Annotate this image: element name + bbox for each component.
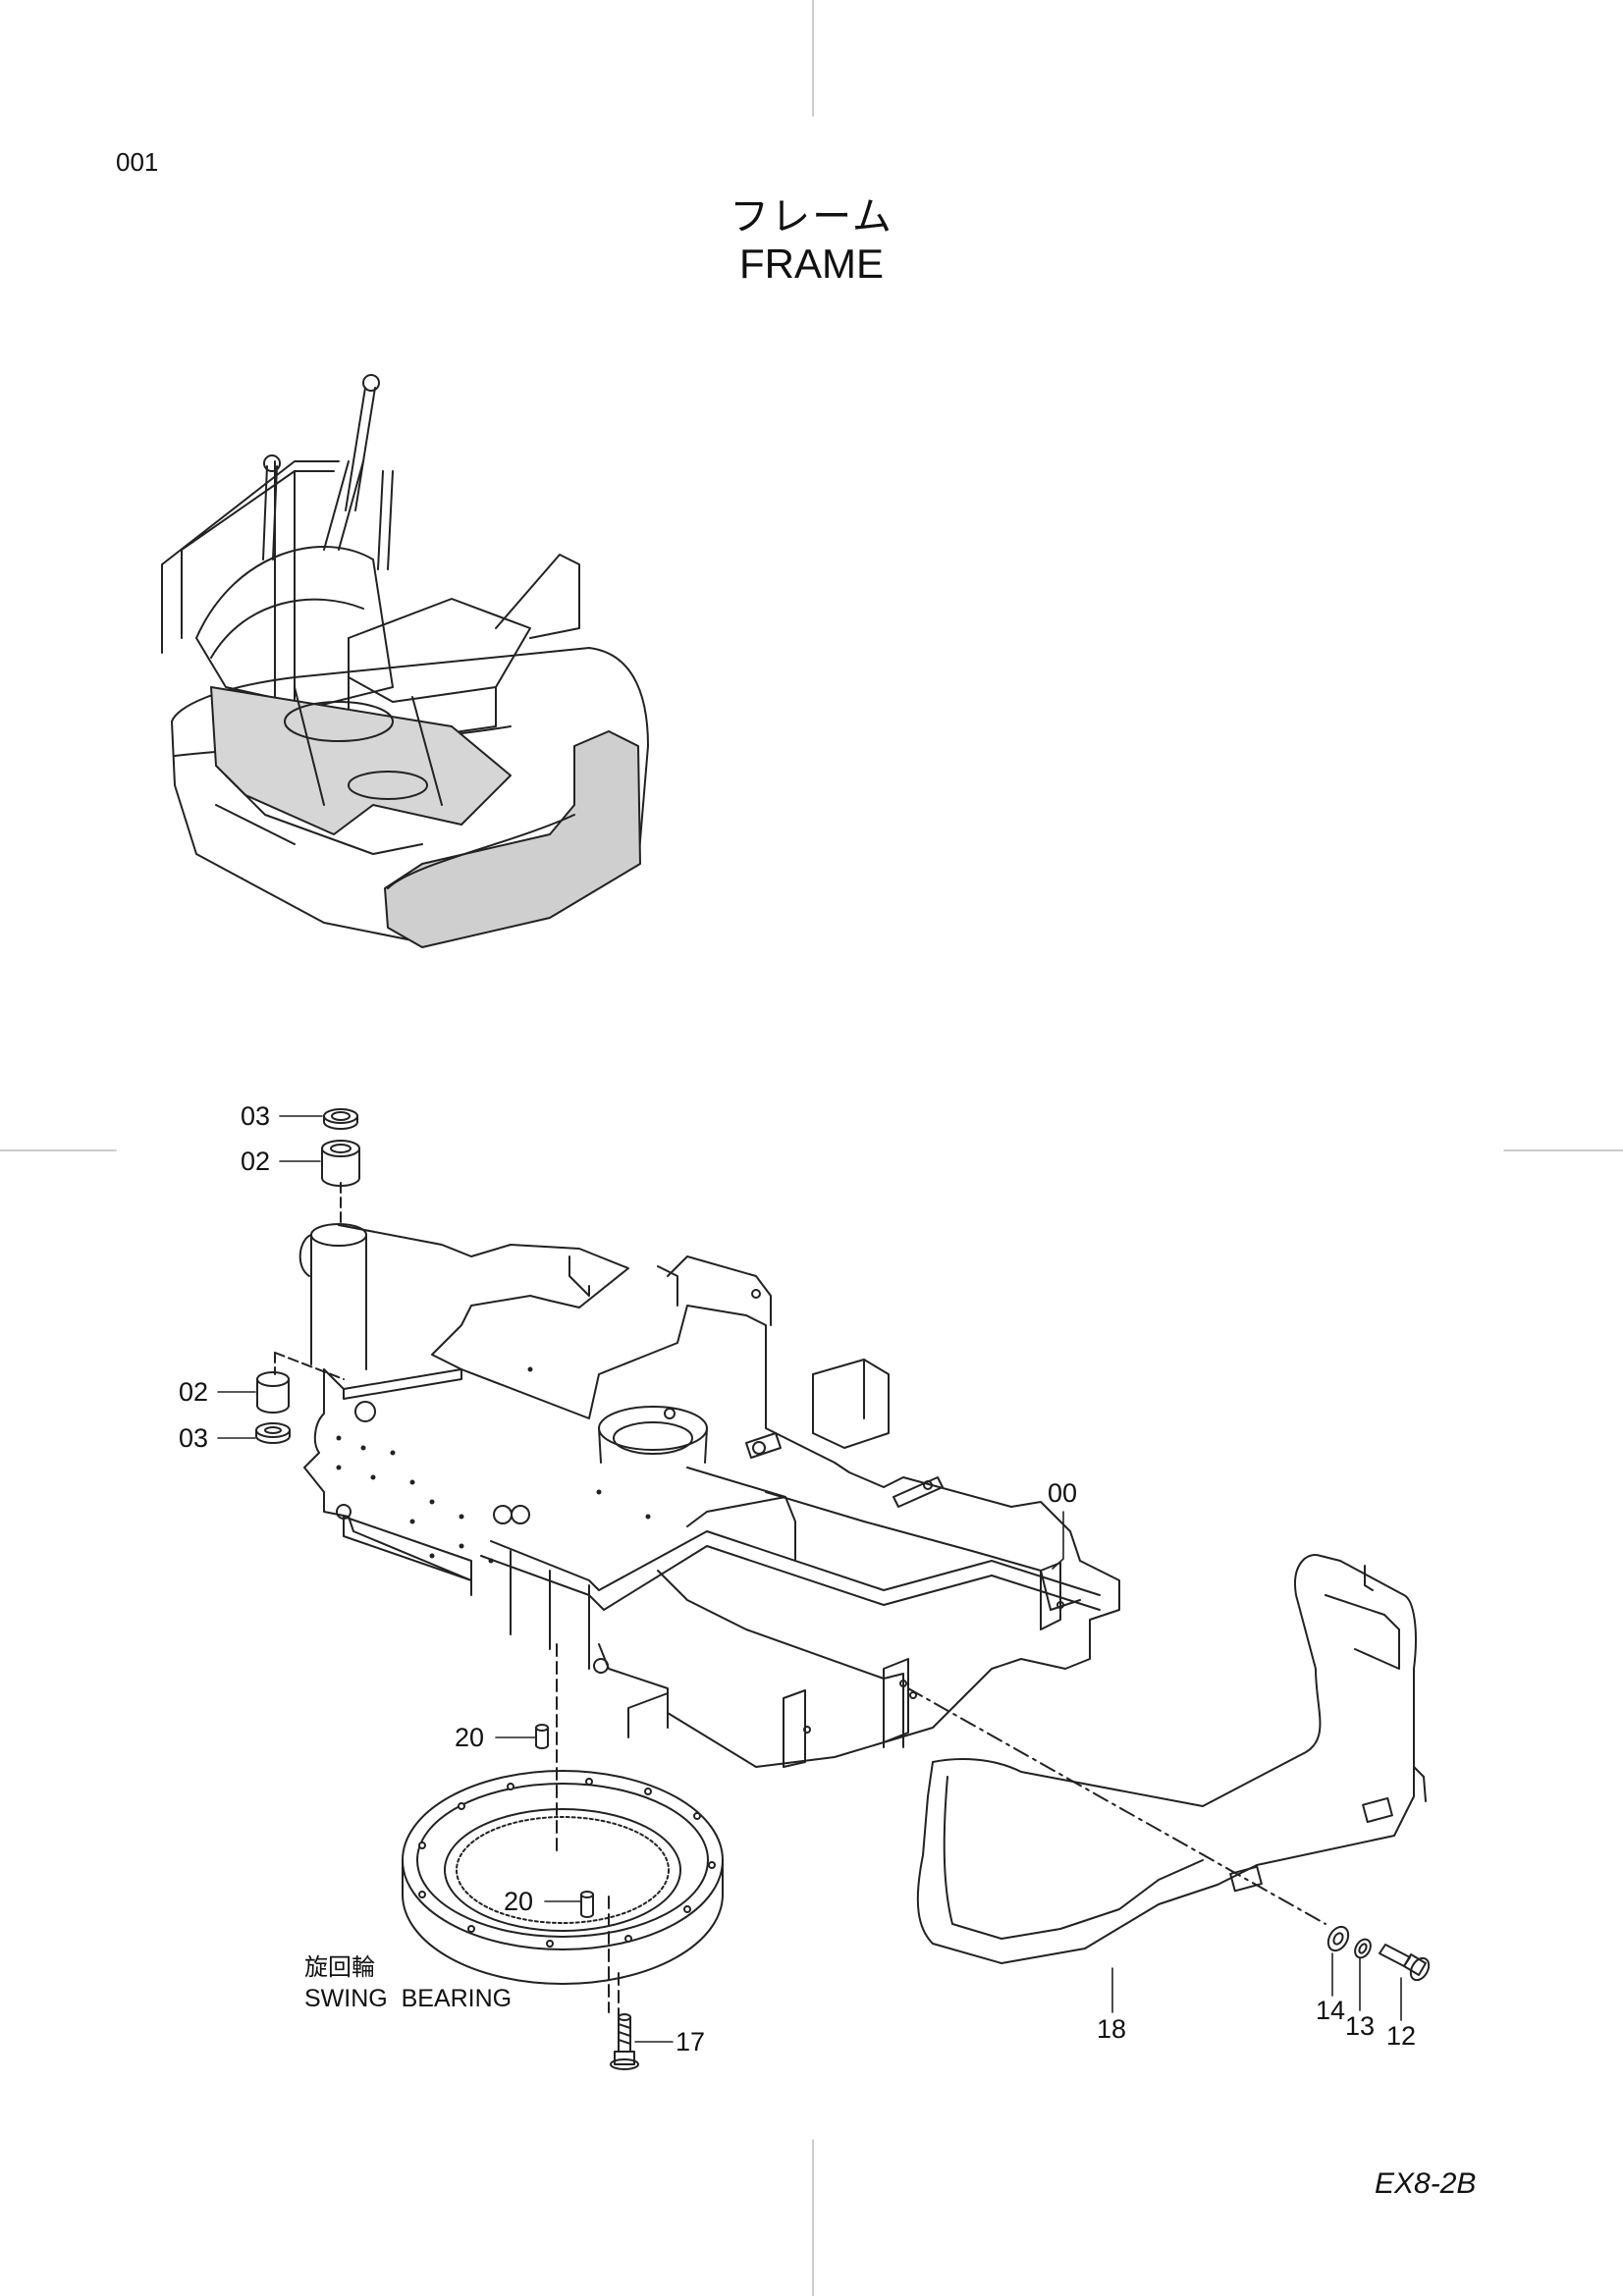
callout-02-left: 02 (179, 1377, 208, 1407)
callout-13-washer: 13 (1345, 2011, 1375, 2041)
title-english: FRAME (739, 240, 884, 287)
washer-14 (1326, 1925, 1350, 1952)
spring-washer-13 (1354, 1938, 1372, 1959)
callout-12-bolt: 12 (1386, 2021, 1416, 2051)
dowel-pin-lower (580, 1891, 594, 1918)
swing-bearing-label-en: SWING BEARING (304, 1985, 512, 2012)
bushing-set-top (321, 1108, 360, 1187)
model-code: EX8-2B (1375, 2167, 1477, 2200)
main-frame (298, 1223, 1120, 1768)
dowel-pin-upper (535, 1724, 549, 1749)
counterweight (907, 1554, 1427, 1964)
callout-02-top: 02 (241, 1147, 270, 1176)
bushing-set-left (255, 1352, 345, 1444)
bolt-12 (1379, 1944, 1431, 1982)
title-japanese: フレーム (730, 194, 893, 240)
callout-20-upper: 20 (455, 1723, 484, 1752)
callout-20-lower: 20 (504, 1887, 533, 1916)
callout-14-washer: 14 (1316, 1996, 1345, 2025)
page-number: 001 (116, 147, 159, 177)
machine-overview-illustration (161, 374, 649, 948)
callout-03-top: 03 (241, 1101, 270, 1131)
callout-labels: 03 02 02 03 00 20 20 17 18 14 13 12 旋回輪 … (179, 1101, 1416, 2056)
callout-18-counterweight: 18 (1097, 2014, 1126, 2044)
swing-bearing-label-jp: 旋回輪 (304, 1953, 375, 1981)
bolt-17 (610, 2013, 639, 2070)
callout-00-frame: 00 (1048, 1478, 1077, 1508)
callout-17-bolt: 17 (676, 2027, 705, 2056)
leader-lines (217, 1115, 1402, 2043)
callout-03-left: 03 (179, 1423, 208, 1453)
swing-bearing (402, 1643, 724, 2043)
